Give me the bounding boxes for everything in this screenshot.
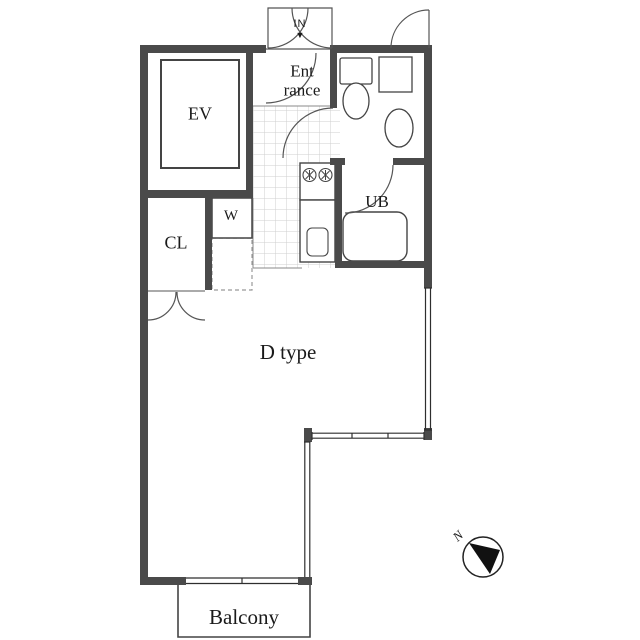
bath-door-arc (344, 164, 394, 214)
entrance-door-arc (265, 52, 317, 104)
balcony-outline (177, 585, 311, 638)
entry-direction-marker: IN ▼ (294, 18, 307, 40)
room-type-label: D type (259, 339, 317, 364)
door-arcs (147, 48, 394, 321)
elevator-car-icon (160, 59, 240, 169)
neighbor-door (390, 9, 430, 49)
entrance-label: Ent rance (283, 61, 321, 99)
in-label: IN (293, 18, 307, 30)
closet-door-arc-right (176, 291, 206, 321)
elevator-label: EV (188, 103, 212, 124)
stove-icon (299, 162, 336, 201)
bathtub-icon (342, 211, 408, 262)
closet-door-arc-left (147, 291, 177, 321)
north-compass-icon (462, 536, 504, 578)
windows (186, 287, 432, 585)
washroom-door-arc (282, 107, 334, 159)
in-arrow-icon: ▼ (295, 30, 305, 40)
sink-icon (299, 199, 336, 263)
entry-porch (267, 7, 333, 49)
appliance-space-dashed (211, 237, 253, 291)
toilet-icon (339, 57, 373, 120)
balcony-label: Balcony (209, 604, 279, 629)
closet-label: CL (164, 232, 188, 253)
walls (140, 45, 432, 585)
washer-label: W (223, 208, 239, 225)
unit-bath-label: UB (365, 192, 389, 212)
vanity-basin-icon (378, 56, 414, 148)
